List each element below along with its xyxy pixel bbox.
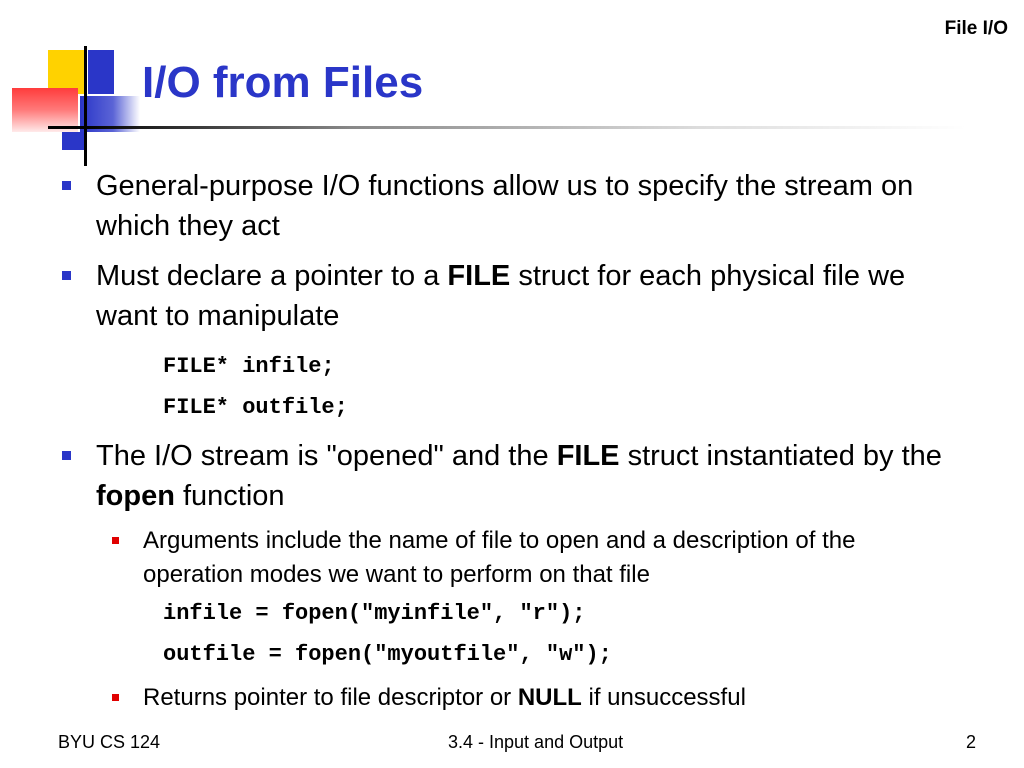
sub-bullet-item: Returns pointer to file descriptor or NU…	[112, 681, 943, 715]
square-bullet-icon	[62, 181, 71, 190]
square-bullet-icon	[112, 694, 119, 701]
bullet-bold-text: FILE	[556, 440, 620, 472]
bullet-item: Must declare a pointer to a FILE struct …	[62, 256, 956, 336]
slide-title: I/O from Files	[142, 58, 424, 107]
sub-bullet-text: Returns pointer to file descriptor or	[143, 684, 518, 711]
bullet-text: General-purpose I/O functions allow us t…	[96, 170, 914, 242]
bullet-bold-text: FILE	[447, 260, 511, 292]
section-label: File I/O	[944, 18, 1008, 39]
bullet-bold-text: fopen	[96, 480, 175, 512]
sub-bullet-text: if unsuccessful	[581, 684, 746, 711]
square-bullet-icon	[62, 271, 71, 280]
code-line: FILE* outfile;	[163, 395, 348, 420]
sub-bullet-bold-text: NULL	[517, 684, 582, 711]
code-line: outfile = fopen("myoutfile", "w");	[163, 642, 612, 667]
bullet-text: Must declare a pointer to a	[96, 260, 448, 292]
square-bullet-icon	[112, 537, 119, 544]
bullet-text: The I/O stream is "opened" and the	[96, 440, 557, 472]
title-divider	[86, 126, 966, 129]
bullet-text: struct instantiated by the	[619, 440, 942, 472]
bullet-text: function	[174, 480, 285, 512]
footer-topic: 3.4 - Input and Output	[448, 732, 624, 752]
sub-bullet-item: Arguments include the name of file to op…	[112, 524, 943, 592]
square-bullet-icon	[62, 451, 71, 460]
footer-page-number: 2	[966, 732, 977, 752]
sub-bullet-text: Arguments include the name of file to op…	[143, 527, 856, 588]
bullet-item: The I/O stream is "opened" and the FILE …	[62, 436, 956, 516]
bullet-item: General-purpose I/O functions allow us t…	[62, 166, 956, 246]
code-line: FILE* infile;	[163, 354, 335, 379]
slide-logo	[0, 0, 140, 170]
footer-course: BYU CS 124	[58, 732, 161, 752]
code-line: infile = fopen("myinfile", "r");	[163, 601, 586, 626]
bullet-text: struct for each physical file we want to…	[96, 260, 906, 332]
